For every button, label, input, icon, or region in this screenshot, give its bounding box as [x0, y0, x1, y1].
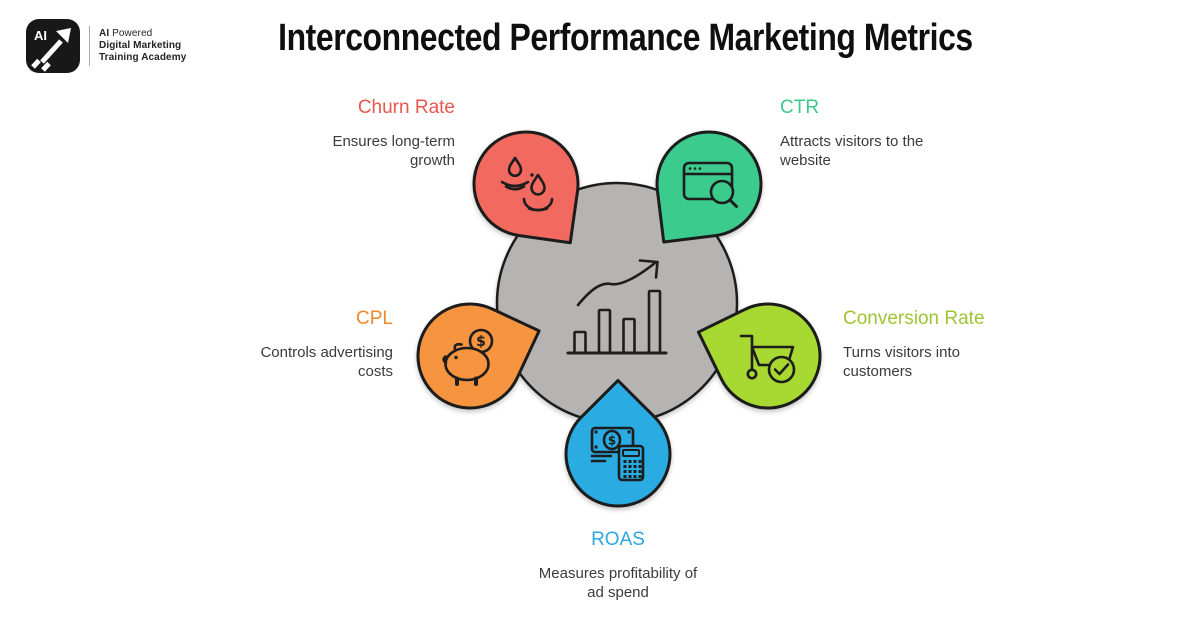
- metric-cpl: CPL Controls advertising costs: [183, 308, 393, 381]
- metric-ctr-label: CTR: [780, 97, 820, 118]
- page-title: Interconnected Performance Marketing Met…: [50, 16, 1200, 60]
- brand-logo: AI AI Powered Digital Marketing Training…: [25, 18, 186, 74]
- metric-ctr: CTR Attracts visitors to the website: [780, 97, 1010, 170]
- logo-mark-text: AI: [34, 28, 47, 43]
- petal-ctr: [655, 130, 763, 244]
- petal-churn-rate: [472, 130, 580, 245]
- browser-search-icon: [682, 161, 738, 208]
- metric-roas-label: ROAS: [591, 529, 645, 550]
- logo-line3: Training Academy: [99, 52, 187, 63]
- coin-dollar-glyph: $: [476, 334, 486, 350]
- calculator-buttons: [623, 460, 642, 478]
- logo-text: AI Powered Digital Marketing Training Ac…: [99, 28, 186, 64]
- cart-check-icon: [739, 334, 796, 384]
- growth-bar-chart-icon: [566, 259, 668, 355]
- metric-churn-rate-label: Churn Rate: [357, 97, 455, 118]
- money-calculator-icon: $: [590, 426, 645, 482]
- logo-tagline: AI Powered: [99, 28, 186, 40]
- logo-divider: [89, 26, 90, 66]
- logo-tagline-rest: Powered: [112, 28, 153, 39]
- page-title-text: Interconnected Performance Marketing Met…: [277, 17, 973, 59]
- metric-cpl-label: CPL: [356, 308, 393, 329]
- metric-ctr-description: Attracts visitors to the website: [780, 133, 924, 169]
- metric-cpl-description: Controls advertising costs: [260, 344, 393, 380]
- metric-conversion-rate-label: Conversion Rate: [843, 308, 985, 329]
- metric-conversion-rate-description: Turns visitors into customers: [843, 344, 960, 380]
- piggy-bank-icon: $: [442, 328, 494, 386]
- metric-roas-description: Measures profitability of ad spend: [538, 565, 698, 601]
- logo-line2: Digital Marketing: [99, 40, 182, 51]
- arrow-head: [56, 28, 71, 43]
- metric-roas: ROAS Measures profitability of ad spend: [458, 529, 778, 602]
- metric-churn-rate: Churn Rate Ensures long-term growth: [235, 97, 455, 170]
- metric-churn-rate-description: Ensures long-term growth: [332, 133, 455, 169]
- growth-arrow-icon: [31, 39, 63, 72]
- petal-conversion-rate: [696, 302, 822, 410]
- metric-conversion-rate: Conversion Rate Turns visitors into cust…: [843, 308, 1073, 381]
- leaking-droplets-icon: [500, 156, 554, 212]
- logo-tagline-bold: AI: [99, 28, 110, 39]
- logo-mark-icon: AI: [26, 19, 80, 73]
- banknote-dollar-glyph: $: [608, 434, 616, 448]
